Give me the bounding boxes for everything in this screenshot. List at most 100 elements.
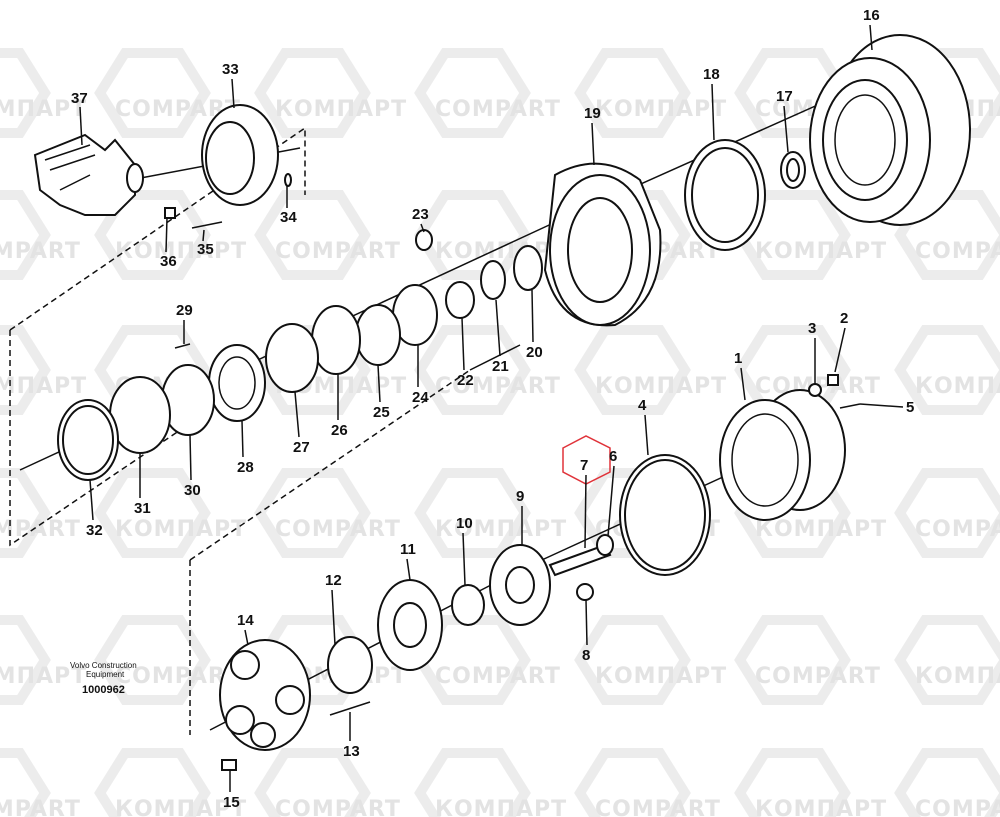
label-16[interactable]: 16 [863, 7, 880, 24]
parts-26-to-31 [109, 305, 361, 454]
watermark-logo [0, 615, 51, 705]
label-10[interactable]: 10 [456, 515, 473, 532]
watermark-logo [0, 48, 51, 138]
watermark-logo [574, 325, 691, 415]
label-29[interactable]: 29 [176, 302, 193, 319]
watermark-logo [414, 48, 531, 138]
watermark-text: КОМПАРТ [435, 517, 567, 542]
watermark-text: COMPART [115, 664, 241, 689]
label-30[interactable]: 30 [184, 482, 201, 499]
label-26[interactable]: 26 [331, 422, 348, 439]
label-31[interactable]: 31 [134, 500, 151, 517]
watermark-text: КОМПАРТ [435, 797, 567, 817]
watermark-logo [414, 190, 531, 280]
label-23[interactable]: 23 [412, 206, 429, 223]
part-7-highlight [562, 435, 611, 485]
label-4[interactable]: 4 [638, 397, 647, 414]
watermark-text: COMPART [755, 664, 881, 689]
watermark-logo [0, 468, 51, 558]
label-6[interactable]: 6 [609, 448, 617, 465]
label-22[interactable]: 22 [457, 372, 474, 389]
watermark-text: COMPART [435, 97, 561, 122]
part-labels: 16 33 37 18 17 19 34 23 36 35 29 3 2 20 … [71, 7, 914, 811]
label-28[interactable]: 28 [237, 459, 254, 476]
label-15[interactable]: 15 [223, 794, 240, 811]
watermark-text: КОМПАРТ [275, 97, 407, 122]
part-15-pin [221, 759, 237, 771]
watermark-text: КОМПАРТ [915, 374, 1000, 399]
part-16-hub [809, 34, 971, 226]
watermark-text: COMPART [0, 797, 81, 817]
watermark-logo [414, 615, 531, 705]
watermark-logo [894, 468, 1000, 558]
label-37[interactable]: 37 [71, 90, 88, 107]
parts-20-to-25 [355, 229, 543, 366]
watermark-text: КОМПАРТ [0, 97, 87, 122]
part-6-7-shaft [548, 534, 614, 577]
watermark-logo [574, 48, 691, 138]
label-20[interactable]: 20 [526, 344, 543, 361]
watermark-text: COMPART [435, 664, 561, 689]
label-14[interactable]: 14 [237, 612, 254, 629]
label-17[interactable]: 17 [776, 88, 793, 105]
watermark-logo [254, 190, 371, 280]
watermark-text: COMPART [915, 797, 1000, 817]
label-25[interactable]: 25 [373, 404, 390, 421]
label-27[interactable]: 27 [293, 439, 310, 456]
watermark-text: COMPART [915, 517, 1000, 542]
label-33[interactable]: 33 [222, 61, 239, 78]
label-36[interactable]: 36 [160, 253, 177, 270]
watermark-text: КОМПАРТ [435, 239, 567, 264]
part-11-carrier [377, 579, 443, 671]
watermark-logo [414, 748, 531, 817]
label-18[interactable]: 18 [703, 66, 720, 83]
watermark-logo [254, 748, 371, 817]
watermark-text: КОМПАРТ [755, 239, 887, 264]
label-8[interactable]: 8 [582, 647, 590, 664]
watermark-logo [0, 190, 51, 280]
watermark-text: COMPART [0, 239, 81, 264]
label-32[interactable]: 32 [86, 522, 103, 539]
part-33-housing [201, 104, 279, 206]
watermark-text: КОМПАРТ [595, 374, 727, 399]
assembly-frames [9, 126, 521, 735]
watermark-text: КОМПАРТ [755, 797, 887, 817]
part-10-gear [451, 584, 485, 626]
watermark-text: КОМПАРТ [0, 664, 87, 689]
part-13-bolt [329, 701, 371, 716]
label-19[interactable]: 19 [584, 105, 601, 122]
watermark-text: COMPART [275, 517, 401, 542]
watermark-text: КОМПАРТ [595, 97, 727, 122]
label-35[interactable]: 35 [197, 241, 214, 258]
label-3[interactable]: 3 [808, 320, 816, 337]
label-24[interactable]: 24 [412, 389, 429, 406]
part-19-housing [543, 162, 662, 327]
label-2[interactable]: 2 [840, 310, 848, 327]
label-7[interactable]: 7 [580, 457, 588, 474]
label-12[interactable]: 12 [325, 572, 342, 589]
label-11[interactable]: 11 [400, 541, 416, 558]
watermark-logo [894, 615, 1000, 705]
label-9[interactable]: 9 [516, 488, 524, 505]
part-18-ring [684, 139, 766, 251]
part-4-o-ring [619, 454, 711, 576]
label-34[interactable]: 34 [280, 209, 297, 226]
watermark-text: КОМПАРТ [915, 664, 1000, 689]
watermark-text: COMPART [275, 797, 401, 817]
watermark-text: КОМПАРТ [595, 664, 727, 689]
watermark-text: COMPART [915, 239, 1000, 264]
parts-34-35-36-small [164, 173, 292, 229]
watermark-logo [414, 325, 531, 415]
watermark-logo [254, 48, 371, 138]
drawing-code: 1000962 [82, 684, 125, 696]
watermark-text: КОМПАРТ [755, 517, 887, 542]
watermark-text: COMPART [0, 517, 81, 542]
label-1[interactable]: 1 [734, 350, 742, 367]
watermark-text: КОМПАРТ [115, 797, 247, 817]
label-5[interactable]: 5 [906, 399, 914, 416]
label-13[interactable]: 13 [343, 743, 360, 760]
label-21[interactable]: 21 [492, 358, 509, 375]
watermark-logo [734, 748, 851, 817]
watermark-text: КОМПАРТ [115, 239, 247, 264]
